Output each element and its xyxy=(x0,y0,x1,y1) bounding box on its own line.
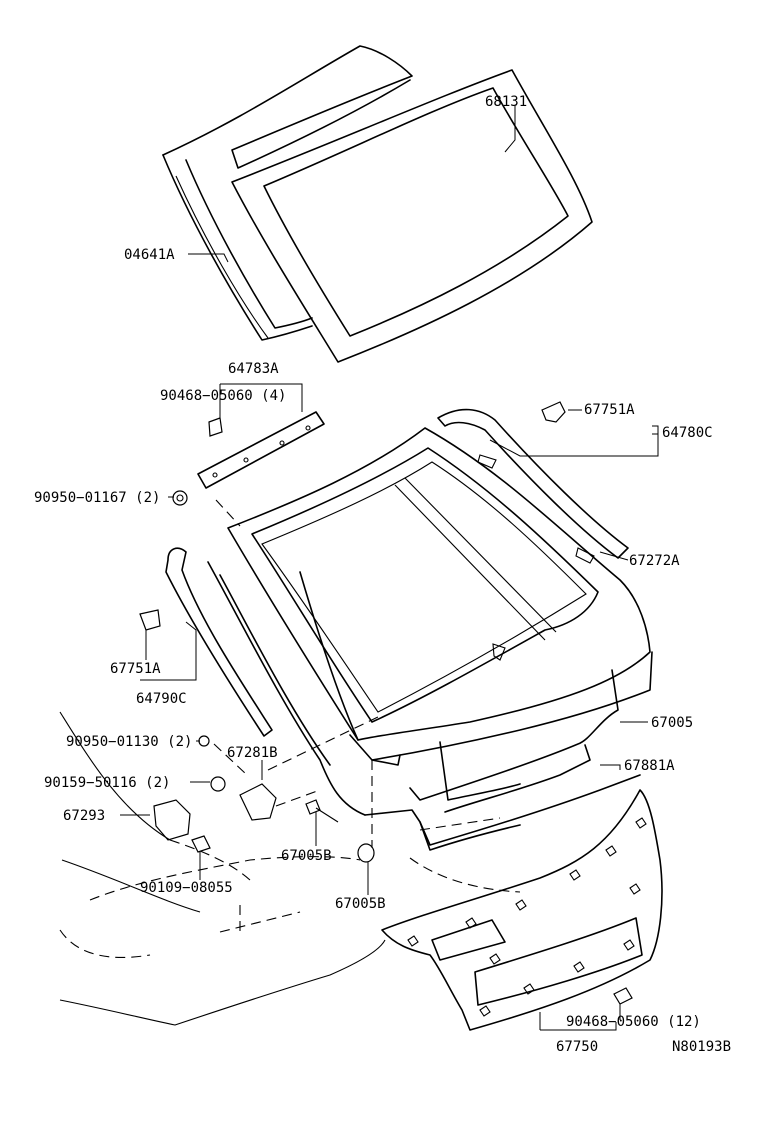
callout-67005B-left: 67005B xyxy=(281,848,332,864)
callout-90159-50116-2: 90159−50116 (2) xyxy=(44,775,170,791)
figure-code: N80193B xyxy=(672,1039,731,1055)
callout-64790C: 64790C xyxy=(136,691,187,707)
callout-64780C: 64780C xyxy=(662,425,713,441)
callout-90468-05060-12: 90468−05060 (12) xyxy=(566,1014,701,1030)
back-window-glass xyxy=(231,69,593,363)
callout-67751A-left: 67751A xyxy=(110,661,161,677)
side-molding-right xyxy=(437,408,629,559)
back-door-weatherstrip xyxy=(162,45,413,341)
callout-labels: 68131 04641A 64783A 90468−05060 (4) 9095… xyxy=(34,94,731,1055)
callout-90950-01167-2: 90950−01167 (2) xyxy=(34,490,160,506)
leader-lines xyxy=(120,106,659,1031)
back-door-trim xyxy=(381,789,663,1031)
callout-67005: 67005 xyxy=(651,715,693,731)
callout-67005B-right: 67005B xyxy=(335,896,386,912)
callout-67881A: 67881A xyxy=(624,758,675,774)
callout-64783A: 64783A xyxy=(228,361,279,377)
molding-clip-left xyxy=(139,609,161,631)
callout-67281B: 67281B xyxy=(227,745,278,761)
callout-67293: 67293 xyxy=(63,808,105,824)
callout-90109-08055: 90109−08055 xyxy=(140,880,233,896)
callout-04641A: 04641A xyxy=(124,247,175,263)
callout-67272A: 67272A xyxy=(629,553,680,569)
door-lock-striker xyxy=(153,776,277,853)
body-outline xyxy=(59,499,521,1026)
roof-molding xyxy=(197,411,325,489)
callout-67751A-top: 67751A xyxy=(584,402,635,418)
callout-90950-01130-2: 90950−01130 (2) xyxy=(66,734,192,750)
callout-68131: 68131 xyxy=(485,94,527,110)
callout-67750: 67750 xyxy=(556,1039,598,1055)
damper-stay xyxy=(305,799,375,863)
side-molding-left xyxy=(165,547,273,737)
molding-clip-top xyxy=(208,401,566,437)
back-door-panel xyxy=(207,427,653,851)
callout-90468-05060-4: 90468−05060 (4) xyxy=(160,388,286,404)
